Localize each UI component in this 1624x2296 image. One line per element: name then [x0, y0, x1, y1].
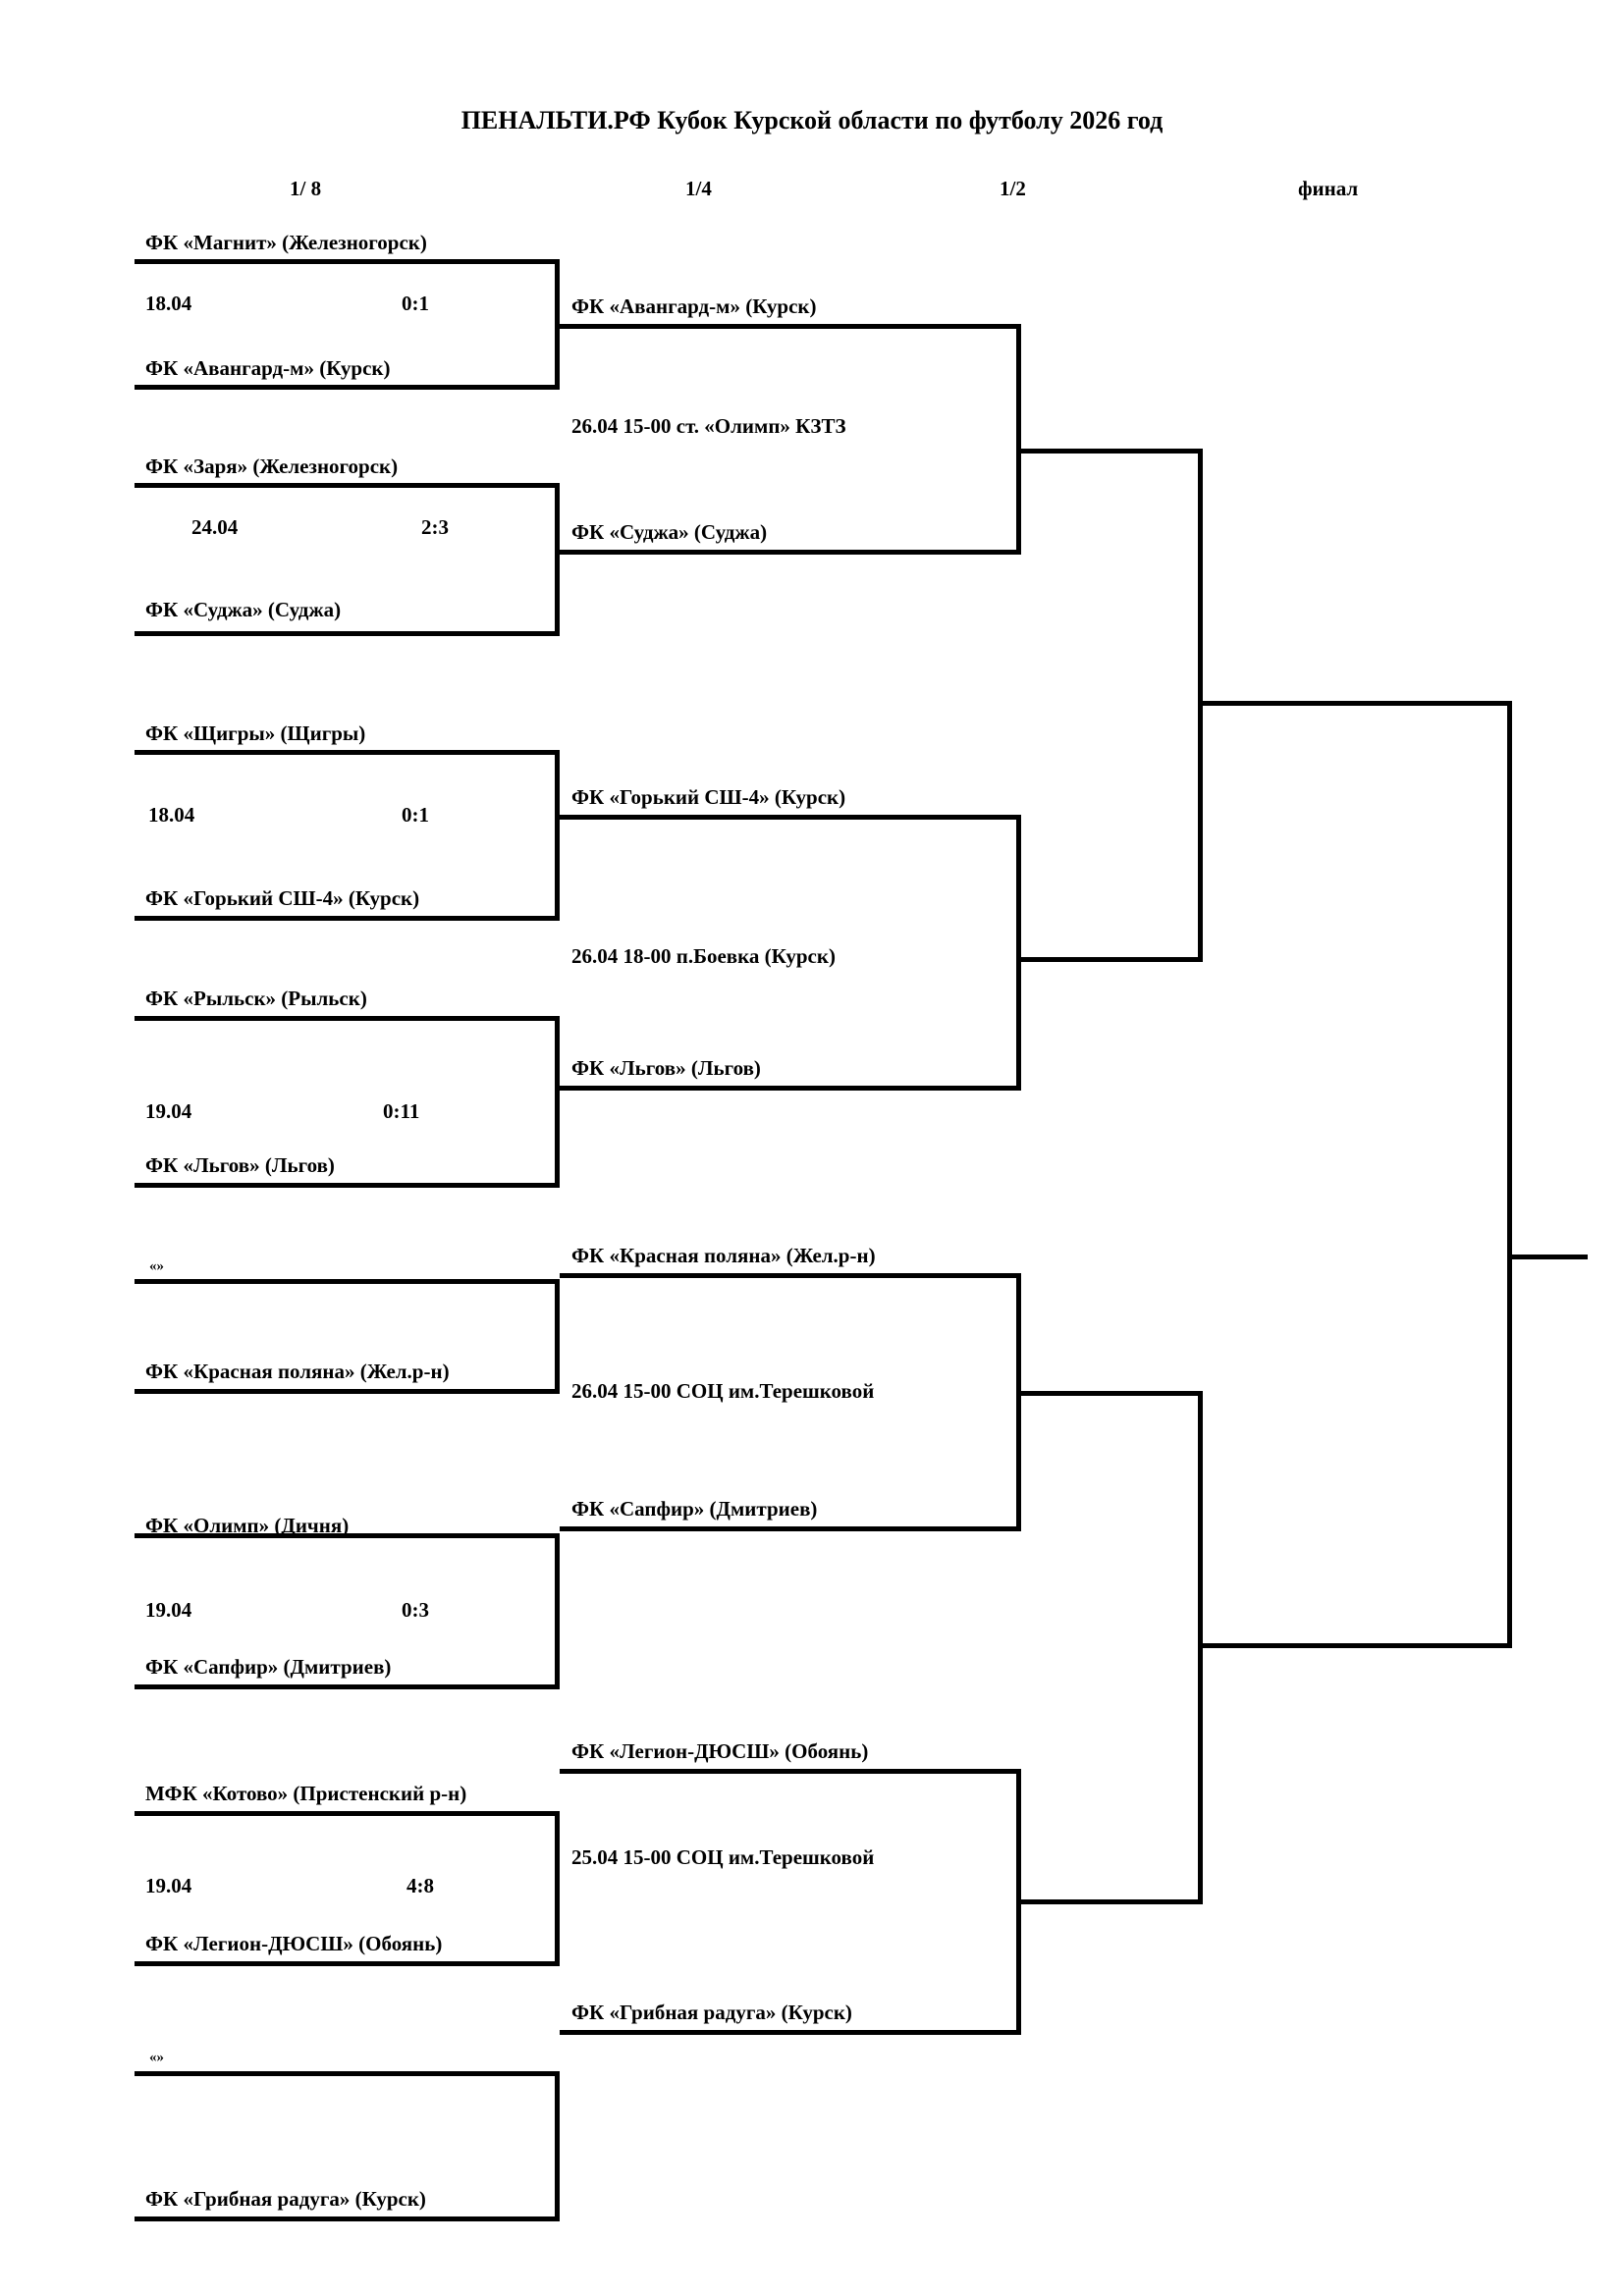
- r16-match-4-bottom-team: ФК «Льгов» (Льгов): [145, 1153, 335, 1177]
- r16-match-1-top-team: ФК «Магнит» (Железногорск): [145, 231, 427, 254]
- r16-match-4-score: 0:11: [383, 1099, 420, 1123]
- r16-match-2-bottom-team: ФК «Суджа» (Суджа): [145, 598, 342, 621]
- r16-match-2-top-team: ФК «Заря» (Железногорск): [145, 454, 399, 478]
- r16-match-2-bottom-line: [135, 631, 560, 636]
- qf-match-4-info: 25.04 15-00 СОЦ им.Терешковой: [571, 1845, 875, 1869]
- r16-match-6-bottom-line: [135, 1684, 560, 1689]
- r16-match-4-top-line: [135, 1016, 560, 1021]
- qf-match-3-top-line: [560, 1273, 1021, 1278]
- qf-match-1-top-line: [560, 324, 1021, 329]
- r16-match-7-connector: [555, 1811, 560, 1966]
- final-winner-line: [1507, 1255, 1588, 1259]
- sf-match-2-bottom-line: [1016, 1899, 1203, 1904]
- final-connector: [1507, 701, 1512, 1648]
- qf-match-1-connector: [1016, 324, 1021, 555]
- r16-match-2-top-line: [135, 483, 560, 488]
- r16-match-4-bottom-line: [135, 1183, 560, 1188]
- r16-match-1-score: 0:1: [402, 292, 429, 315]
- r16-match-3-date: 18.04: [148, 803, 195, 827]
- qf-match-3-connector: [1016, 1273, 1021, 1531]
- r16-match-6-connector: [555, 1533, 560, 1689]
- r16-match-5-bottom-team: ФК «Красная поляна» (Жел.р-н): [145, 1360, 450, 1383]
- r16-match-6-top-line: [135, 1533, 560, 1538]
- qf-match-3-bottom-line: [560, 1526, 1021, 1531]
- r16-match-2-date: 24.04: [191, 515, 239, 539]
- r16-match-3-bottom-line: [135, 916, 560, 921]
- r16-match-8-top-team: «»: [149, 2050, 164, 2065]
- r16-match-7-top-team: МФК «Котово» (Пристенский р-н): [145, 1782, 467, 1805]
- r16-match-3-top-line: [135, 750, 560, 755]
- qf-match-4-bottom-team: ФК «Грибная радуга» (Курск): [571, 2001, 852, 2024]
- r16-match-1-date: 18.04: [145, 292, 192, 315]
- r16-match-4-connector: [555, 1016, 560, 1188]
- r16-match-8-bottom-team: ФК «Грибная радуга» (Курск): [145, 2187, 426, 2211]
- qf-match-1-top-team: ФК «Авангард-м» (Курск): [571, 294, 817, 318]
- qf-match-4-top-team: ФК «Легион-ДЮСШ» (Обоянь): [571, 1739, 869, 1763]
- qf-match-1-bottom-team: ФК «Суджа» (Суджа): [571, 520, 768, 544]
- qf-match-2-info: 26.04 18-00 п.Боевка (Курск): [571, 944, 836, 968]
- r16-match-8-connector: [555, 2071, 560, 2221]
- r16-match-5-connector: [555, 1279, 560, 1394]
- qf-match-2-top-line: [560, 815, 1021, 820]
- page-title: ПЕНАЛЬТИ.РФ Кубок Курской области по фут…: [460, 106, 1164, 134]
- sf-match-1-top-line: [1016, 449, 1203, 454]
- r16-match-7-date: 19.04: [145, 1874, 192, 1897]
- r16-match-5-bottom-line: [135, 1389, 560, 1394]
- qf-match-2-bottom-team: ФК «Льгов» (Льгов): [571, 1056, 761, 1080]
- r16-match-1-bottom-team: ФК «Авангард-м» (Курск): [145, 356, 391, 380]
- qf-match-3-bottom-team: ФК «Сапфир» (Дмитриев): [571, 1497, 818, 1521]
- r16-match-4-date: 19.04: [145, 1099, 192, 1123]
- round-header-1-2: 1/2: [1000, 177, 1026, 200]
- qf-match-4-bottom-line: [560, 2030, 1021, 2035]
- r16-match-5-top-line: [135, 1279, 560, 1284]
- r16-match-7-bottom-line: [135, 1961, 560, 1966]
- r16-match-4-top-team: ФК «Рыльск» (Рыльск): [145, 987, 367, 1010]
- r16-match-6-date: 19.04: [145, 1598, 192, 1622]
- sf-match-1-bottom-line: [1016, 957, 1203, 962]
- qf-match-1-bottom-line: [560, 550, 1021, 555]
- final-bottom-feed-line: [1198, 1643, 1512, 1648]
- r16-match-3-connector: [555, 750, 560, 921]
- final-top-feed-line: [1198, 701, 1512, 706]
- r16-match-6-score: 0:3: [402, 1598, 429, 1622]
- r16-match-7-score: 4:8: [406, 1874, 434, 1897]
- r16-match-2-connector: [555, 483, 560, 636]
- qf-match-1-info: 26.04 15-00 ст. «Олимп» КЗТЗ: [571, 414, 846, 438]
- round-header-1-8: 1/ 8: [290, 177, 322, 200]
- r16-match-7-top-line: [135, 1811, 560, 1816]
- r16-match-8-top-line: [135, 2071, 560, 2076]
- r16-match-8-bottom-line: [135, 2216, 560, 2221]
- sf-match-2-top-line: [1016, 1391, 1203, 1396]
- round-header-final: финал: [1298, 177, 1359, 200]
- r16-match-6-bottom-team: ФК «Сапфир» (Дмитриев): [145, 1655, 392, 1679]
- r16-match-3-score: 0:1: [402, 803, 429, 827]
- r16-match-1-bottom-line: [135, 385, 560, 390]
- r16-match-3-top-team: ФК «Щигры» (Щигры): [145, 721, 366, 745]
- r16-match-1-connector: [555, 259, 560, 390]
- qf-match-2-top-team: ФК «Горький СШ-4» (Курск): [571, 785, 846, 809]
- qf-match-3-top-team: ФК «Красная поляна» (Жел.р-н): [571, 1244, 876, 1267]
- r16-match-5-top-team: «»: [149, 1258, 164, 1274]
- r16-match-1-top-line: [135, 259, 560, 264]
- qf-match-3-info: 26.04 15-00 СОЦ им.Терешковой: [571, 1379, 875, 1403]
- round-header-1-4: 1/4: [685, 177, 712, 200]
- r16-match-3-bottom-team: ФК «Горький СШ-4» (Курск): [145, 886, 420, 910]
- r16-match-7-bottom-team: ФК «Легион-ДЮСШ» (Обоянь): [145, 1932, 443, 1955]
- qf-match-2-bottom-line: [560, 1086, 1021, 1091]
- r16-match-2-score: 2:3: [421, 515, 449, 539]
- qf-match-2-connector: [1016, 815, 1021, 1091]
- qf-match-4-top-line: [560, 1769, 1021, 1774]
